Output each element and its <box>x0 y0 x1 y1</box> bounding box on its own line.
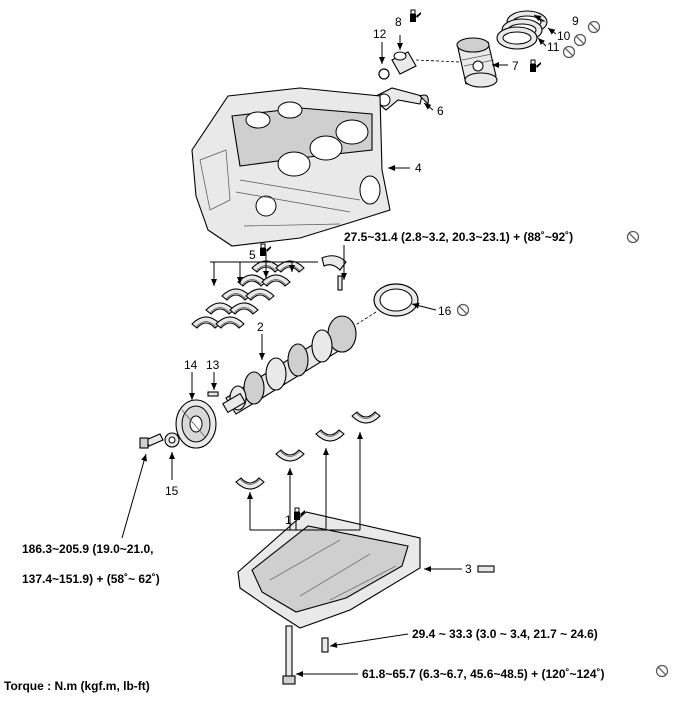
do-not-reuse-icon <box>587 20 601 34</box>
upper-main-bearings <box>191 260 305 329</box>
label-part-4: 4 <box>415 161 422 175</box>
torque-ladder-bolt: 29.4 ~ 33.3 (3.0 ~ 3.4, 21.7 ~ 24.6) <box>412 627 598 641</box>
do-not-reuse-icon <box>562 45 576 59</box>
ladder-bolt <box>477 565 495 573</box>
label-part-15: 15 <box>165 484 179 498</box>
main-bearing-cap-bolt <box>282 625 296 685</box>
oil-can-icon <box>529 59 542 73</box>
damper-pulley <box>175 399 217 449</box>
crankshaft <box>222 315 357 415</box>
connecting-rod-cap <box>321 255 347 291</box>
piston <box>456 37 498 88</box>
piston-pin <box>391 51 417 75</box>
label-part-3: 3 <box>465 562 472 576</box>
do-not-reuse-icon <box>655 664 669 678</box>
crankshaft-key <box>207 391 219 397</box>
ladder-small-bolt <box>321 637 329 653</box>
label-part-16: 16 <box>438 304 452 318</box>
do-not-reuse-icon <box>626 230 640 244</box>
label-part-12: 12 <box>373 27 387 41</box>
label-part-14: 14 <box>184 358 198 372</box>
snap-ring <box>378 68 390 80</box>
oil-can-icon <box>409 9 422 23</box>
label-part-11: 11 <box>547 40 560 54</box>
label-part-7: 7 <box>512 59 519 73</box>
crankshaft-pulley-bolt <box>139 433 164 449</box>
torque-con-rod: 27.5~31.4 (2.8~3.2, 20.3~23.1) + (88˚~92… <box>344 230 573 244</box>
label-part-6: 6 <box>437 104 444 118</box>
lower-crankcase <box>237 511 421 629</box>
oil-can-icon <box>259 243 272 257</box>
rear-oil-seal <box>373 283 419 317</box>
torque-unit-note: Torque : N.m (kgf.m, lb-ft) <box>4 679 150 693</box>
label-part-10: 10 <box>557 29 571 43</box>
torque-pulley-line1: 186.3~205.9 (19.0~21.0, <box>22 542 153 556</box>
label-part-8: 8 <box>395 15 402 29</box>
do-not-reuse-icon <box>456 303 470 317</box>
torque-pulley-line2: 137.4~151.9) + (58˚~ 62˚) <box>22 572 160 586</box>
label-part-5: 5 <box>249 248 256 262</box>
torque-main-bolt: 61.8~65.7 (6.3~6.7, 45.6~48.5) + (120˚~1… <box>362 667 605 681</box>
label-part-13: 13 <box>206 358 220 372</box>
label-part-2: 2 <box>257 320 264 334</box>
piston-ring-set <box>496 10 548 50</box>
do-not-reuse-icon <box>573 33 587 47</box>
cylinder-block <box>191 87 391 247</box>
label-part-9: 9 <box>572 14 579 28</box>
label-part-1: 1 <box>285 513 292 527</box>
lower-main-bearings <box>235 411 381 490</box>
washer <box>164 432 180 448</box>
